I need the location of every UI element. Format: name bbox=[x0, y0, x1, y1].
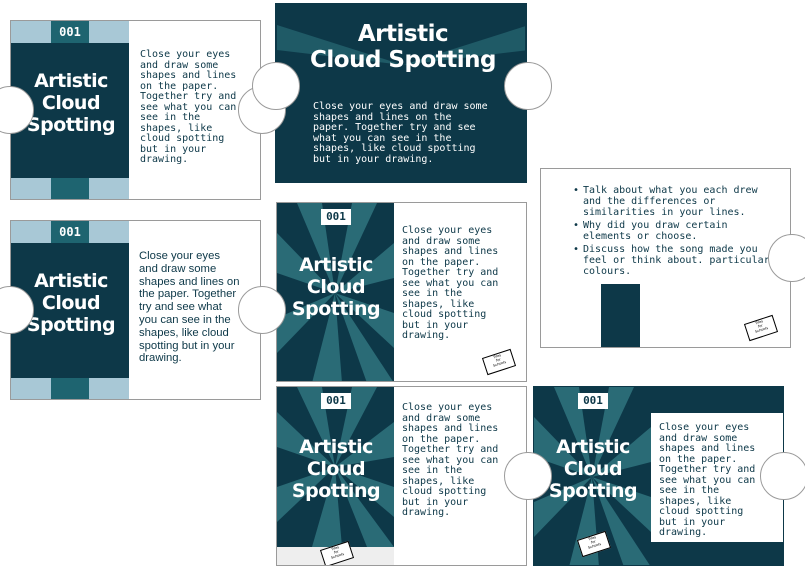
number-badge bbox=[321, 393, 351, 409]
title-line-2: Cloud bbox=[41, 291, 101, 314]
ray-burst bbox=[277, 387, 394, 547]
top-band bbox=[651, 387, 783, 413]
title-line-2: Cloud bbox=[563, 457, 623, 480]
title-line-1: Artistic bbox=[299, 254, 373, 276]
right-notch bbox=[504, 62, 552, 110]
title-line-2: Cloud Spotting bbox=[310, 47, 496, 74]
prompt-item: Why did you draw certain elements or cho… bbox=[573, 220, 778, 242]
number-badge bbox=[321, 209, 351, 225]
number-tab bbox=[51, 221, 89, 243]
discussion-prompts: Talk about what you each drew and the di… bbox=[573, 185, 778, 279]
prompt-item: Discuss how the song made you feel or th… bbox=[573, 244, 778, 277]
card-variant-3: Artistic Cloud Spotting Close your eyes … bbox=[275, 3, 527, 183]
number-tab bbox=[51, 21, 89, 43]
card-text: Close your eyes and draw some shapes and… bbox=[140, 49, 237, 165]
card-text: Close your eyes and draw some shapes and… bbox=[139, 250, 240, 365]
bottom-tab bbox=[51, 178, 89, 199]
card-text: Close your eyes and draw some shapes and… bbox=[313, 101, 488, 165]
card-number: 001 bbox=[583, 394, 603, 407]
card-text: Close your eyes and draw some shapes and… bbox=[659, 422, 756, 538]
title-line-1: Artistic bbox=[299, 436, 373, 458]
number-badge bbox=[578, 393, 608, 409]
title-line-1: Artistic bbox=[34, 70, 108, 92]
bottom-tab bbox=[51, 378, 89, 399]
card-number: 001 bbox=[326, 394, 346, 407]
card-title: Artistic Cloud Spotting bbox=[283, 254, 389, 321]
ray-burst bbox=[277, 25, 525, 65]
card-variant-7: 001 Artistic Cloud Spotting Close your e… bbox=[533, 386, 784, 566]
ray-burst bbox=[534, 387, 651, 565]
right-notch bbox=[238, 286, 286, 334]
card-title: Artistic Cloud Spotting bbox=[540, 436, 646, 503]
ticket-shape bbox=[601, 284, 640, 347]
title-line-3: Spotting bbox=[548, 479, 638, 502]
right-notch bbox=[504, 452, 552, 500]
card-number: 001 bbox=[59, 25, 81, 39]
card-number: 001 bbox=[326, 210, 346, 223]
card-variant-2: 001 Artistic Cloud Spotting Close your e… bbox=[10, 220, 261, 400]
card-title: Artistic Cloud Spotting bbox=[19, 270, 123, 337]
title-line-3: Spotting bbox=[291, 297, 381, 320]
title-line-1: Artistic bbox=[357, 21, 449, 47]
title-line-2: Cloud bbox=[306, 457, 366, 480]
left-notch bbox=[252, 62, 300, 110]
title-line-3: Spotting bbox=[291, 479, 381, 502]
prompt-item: Talk about what you each drew and the di… bbox=[573, 185, 778, 218]
tiles-for-schools-logo: Tiles for Schools bbox=[743, 314, 779, 342]
bottom-band bbox=[651, 542, 783, 565]
card-title: Artistic Cloud Spotting bbox=[19, 70, 123, 137]
card-variant-4: 001 Artistic Cloud Spotting Close your e… bbox=[276, 202, 527, 382]
title-panel bbox=[277, 203, 394, 381]
card-title: Artistic Cloud Spotting bbox=[297, 21, 509, 74]
title-line-3: Spotting bbox=[26, 313, 116, 336]
right-notch bbox=[760, 452, 805, 500]
tiles-for-schools-logo: Tiles for Schools bbox=[481, 348, 517, 376]
card-text: Close your eyes and draw some shapes and… bbox=[402, 402, 499, 518]
title-panel bbox=[277, 387, 394, 547]
title-line-2: Cloud bbox=[306, 275, 366, 298]
card-variant-1: 001 Artistic Cloud Spotting Close your e… bbox=[10, 20, 261, 200]
card-text: Close your eyes and draw some shapes and… bbox=[402, 225, 499, 341]
right-notch bbox=[768, 234, 805, 282]
card-number: 001 bbox=[59, 225, 81, 239]
title-line-1: Artistic bbox=[34, 270, 108, 292]
card-variant-5: Talk about what you each drew and the di… bbox=[540, 168, 791, 348]
title-line-3: Spotting bbox=[26, 113, 116, 136]
card-title: Artistic Cloud Spotting bbox=[283, 436, 389, 503]
title-line-2: Cloud bbox=[41, 91, 101, 114]
card-variant-6: 001 Artistic Cloud Spotting Close your e… bbox=[276, 386, 527, 566]
ray-burst bbox=[277, 203, 394, 381]
title-line-1: Artistic bbox=[556, 436, 630, 458]
